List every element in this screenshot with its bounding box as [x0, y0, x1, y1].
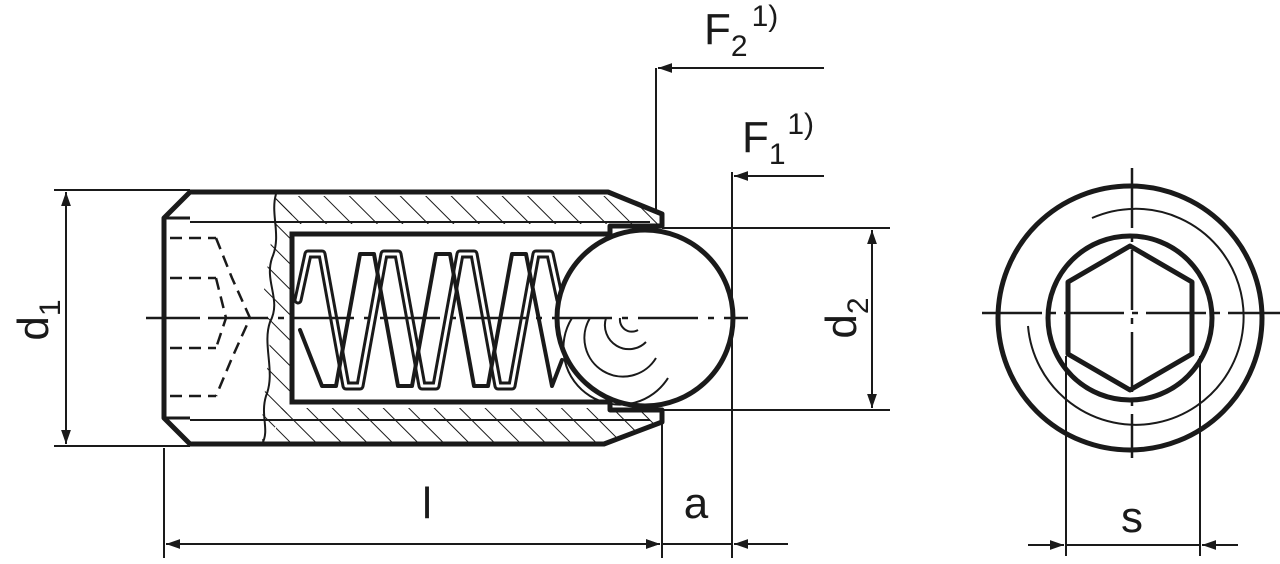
label-f1: F11) [742, 108, 814, 171]
end-view-outer-circle [995, 183, 1265, 453]
label-s: s [1121, 493, 1143, 542]
label-a: a [684, 479, 709, 528]
end-view-inner-circle [1045, 233, 1215, 403]
dimension-lines [54, 63, 890, 558]
compression-spring [293, 249, 565, 391]
end-view [982, 168, 1280, 556]
label-d2: d2 [817, 297, 875, 338]
label-f2: F21) [704, 0, 778, 63]
section-break-line [261, 193, 278, 445]
label-d1: d1 [9, 299, 67, 340]
upper-thread-hatch [276, 196, 662, 224]
label-l: l [422, 479, 432, 528]
lower-thread-hatch [276, 408, 662, 442]
plunger-body [161, 189, 665, 447]
hex-socket [1065, 243, 1195, 393]
